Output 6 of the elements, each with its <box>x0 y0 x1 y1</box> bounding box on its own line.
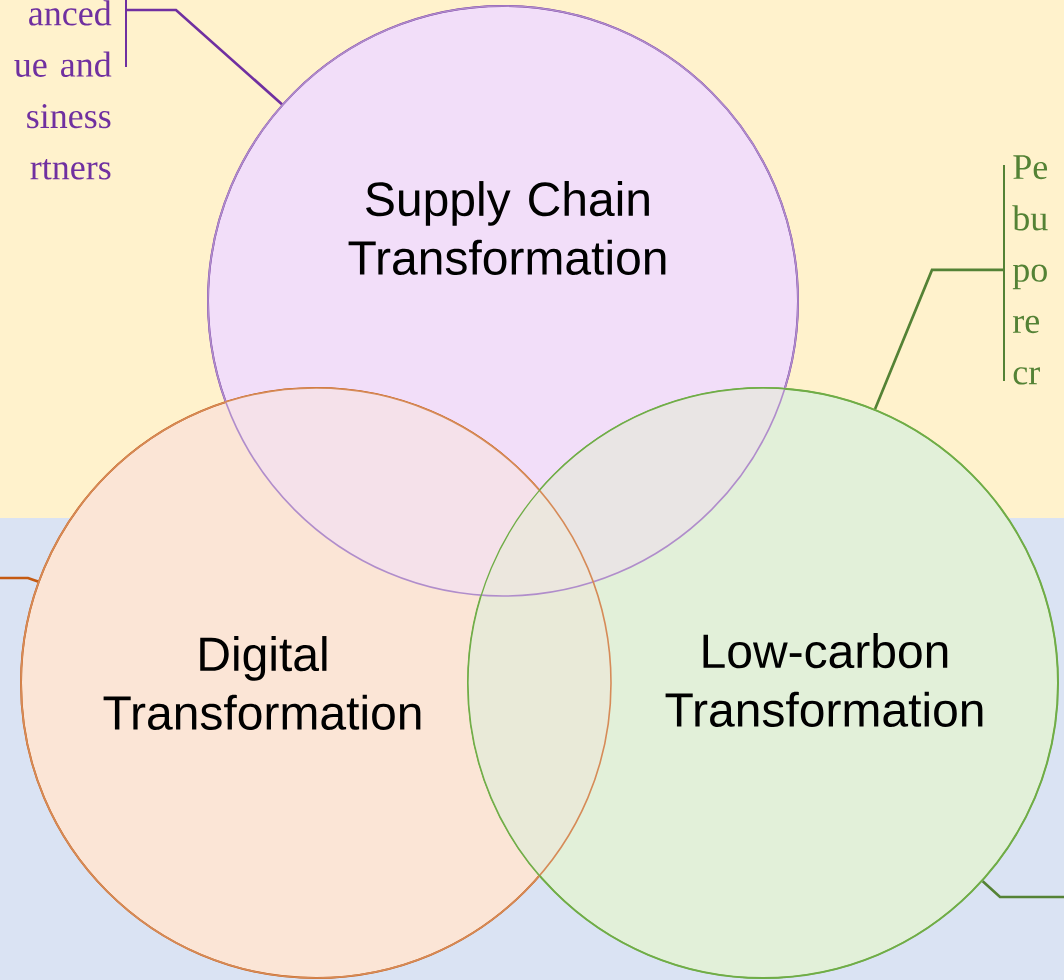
leader-line <box>0 576 39 583</box>
callout-text: anced ue and siness rtners <box>14 0 112 180</box>
leader-line <box>981 880 1064 899</box>
callout-text: Pe bu po re cr <box>1012 155 1048 385</box>
leader-line <box>873 268 1004 410</box>
leader-line <box>126 8 283 106</box>
